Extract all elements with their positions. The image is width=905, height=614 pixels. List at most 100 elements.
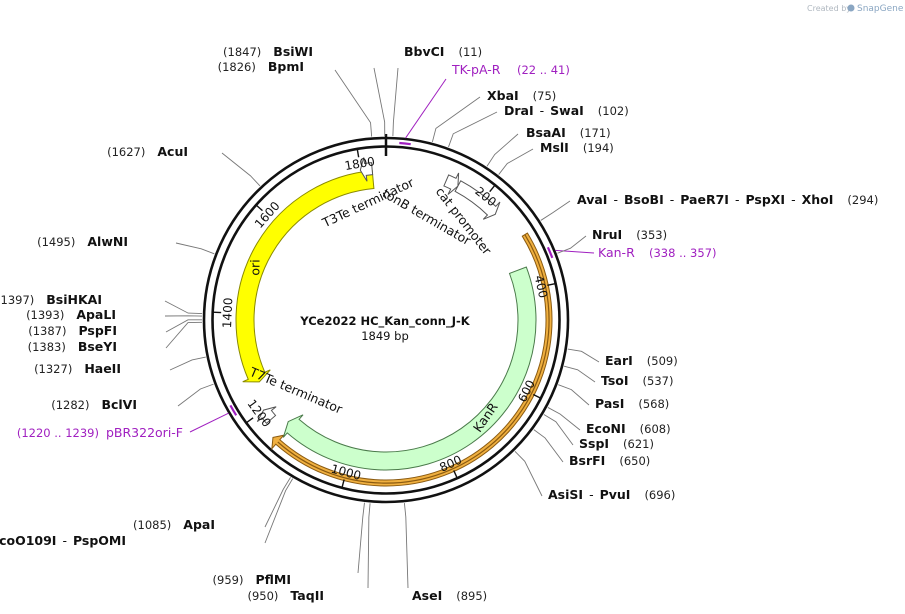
site-label[interactable]: EcoNI(608): [586, 421, 671, 436]
site-label[interactable]: (1282)BclVI: [51, 397, 137, 412]
feature-cat-promoter[interactable]: [454, 180, 501, 220]
enzyme-name[interactable]: BsrFI: [569, 453, 605, 468]
enzyme-name[interactable]: BsiWI: [273, 44, 313, 59]
enzyme-name[interactable]: XbaI: [487, 88, 519, 103]
site-pflmi[interactable]: (959)PflMI: [213, 502, 365, 587]
enzyme-name[interactable]: PspFI: [78, 323, 117, 338]
feature-t7te-terminator[interactable]: [256, 406, 277, 425]
site-label[interactable]: XbaI(75): [487, 88, 556, 103]
site-label[interactable]: TsoI(537): [601, 373, 673, 388]
feature-tonb-terminator[interactable]: [443, 172, 460, 195]
enzyme-name[interactable]: ApaLI: [76, 307, 116, 322]
enzyme-name[interactable]: HaeII: [84, 361, 121, 376]
site-acui[interactable]: (1627)AcuI: [107, 144, 261, 187]
site-alwni[interactable]: (1495)AlwNI: [37, 234, 215, 255]
site-sspi[interactable]: SspI(621): [543, 414, 654, 451]
enzyme-name[interactable]: AcuI: [157, 144, 188, 159]
feature-arrow[interactable]: [359, 157, 374, 182]
site-ecoo109i-pspomi[interactable]: (1081)EcoO109I-PspOMI: [0, 478, 294, 548]
site-label[interactable]: (1826)BpmI: [218, 59, 304, 74]
site-asisi-pvui[interactable]: AsiSI-PvuI(696): [514, 450, 675, 502]
enzyme-name[interactable]: AvaI: [577, 192, 607, 207]
feature-ori[interactable]: [235, 170, 375, 383]
site-msli[interactable]: MslI(194): [498, 140, 614, 175]
enzyme-name[interactable]: BclVI: [101, 397, 137, 412]
site-label[interactable]: (1627)AcuI: [107, 144, 188, 159]
site-drai-swai[interactable]: DraI-SwaI(102): [448, 103, 629, 148]
enzyme-name[interactable]: EcoNI: [586, 421, 626, 436]
site-label[interactable]: AsiSI-PvuI(696): [548, 487, 675, 502]
enzyme-name[interactable]: TaqII: [290, 588, 324, 603]
site-label[interactable]: NruI(353): [592, 227, 667, 242]
site-label[interactable]: (1327)HaeII: [34, 361, 121, 376]
site-label[interactable]: (1397)BsiHKAI: [0, 292, 102, 307]
primer-tk-pa-r[interactable]: TK-pA-R(22 .. 41): [399, 62, 570, 146]
site-bsiwi[interactable]: (1847)BsiWI: [223, 44, 386, 137]
primer-name[interactable]: Kan-R: [598, 245, 635, 260]
site-pspfi[interactable]: (1387)PspFI: [28, 319, 203, 338]
site-bseyi[interactable]: (1383)BseYI: [28, 321, 203, 354]
site-label[interactable]: SspI(621): [579, 436, 654, 451]
site-nrui[interactable]: NruI(353): [557, 227, 667, 254]
site-bsihkai[interactable]: (1397)BsiHKAI: [0, 292, 203, 315]
enzyme-name[interactable]: TsoI: [601, 373, 629, 388]
site-taqii[interactable]: (950)TaqII: [247, 503, 371, 603]
site-xbai[interactable]: XbaI(75): [431, 88, 556, 143]
site-tsoi[interactable]: TsoI(537): [563, 365, 673, 388]
feature-arrow[interactable]: [256, 406, 277, 425]
site-haeii[interactable]: (1327)HaeII: [34, 356, 206, 376]
primer-kan-r[interactable]: Kan-R(338 .. 357): [546, 245, 717, 260]
site-label[interactable]: (1393)ApaLI: [26, 307, 116, 322]
site-label[interactable]: MslI(194): [540, 140, 614, 155]
enzyme-name[interactable]: MslI: [540, 140, 569, 155]
enzyme-name[interactable]: PaeR7I: [680, 192, 729, 207]
enzyme-name[interactable]: AlwNI: [87, 234, 128, 249]
site-label[interactable]: AseI(895): [412, 588, 487, 603]
enzyme-name[interactable]: XhoI: [802, 192, 834, 207]
site-label[interactable]: (1847)BsiWI: [223, 44, 313, 59]
enzyme-name[interactable]: BsoBI: [624, 192, 664, 207]
site-label[interactable]: (1495)AlwNI: [37, 234, 128, 249]
enzyme-name[interactable]: EarI: [605, 353, 633, 368]
site-label[interactable]: (1085)ApaI: [133, 517, 215, 532]
site-asei[interactable]: AseI(895): [403, 503, 487, 603]
enzyme-name[interactable]: EcoO109I: [0, 533, 56, 548]
site-label[interactable]: AvaI-BsoBI-PaeR7I-PspXI-XhoI(294): [577, 192, 878, 207]
feature-kanr[interactable]: [282, 266, 537, 471]
site-bsrfi[interactable]: BsrFI(650): [533, 429, 650, 468]
enzyme-name[interactable]: BbvCI: [404, 44, 444, 59]
enzyme-name[interactable]: AseI: [412, 588, 442, 603]
site-econi[interactable]: EcoNI(608): [547, 407, 671, 436]
site-label[interactable]: BsrFI(650): [569, 453, 650, 468]
site-bbvci[interactable]: BbvCI(11): [392, 44, 482, 137]
site-label[interactable]: (1387)PspFI: [28, 323, 117, 338]
enzyme-name[interactable]: AsiSI: [548, 487, 583, 502]
primer-name[interactable]: pBR322ori-F: [106, 425, 183, 440]
site-eari[interactable]: EarI(509): [567, 348, 678, 368]
enzyme-name[interactable]: SwaI: [550, 103, 584, 118]
site-label[interactable]: DraI-SwaI(102): [504, 103, 629, 118]
enzyme-name[interactable]: DraI: [504, 103, 534, 118]
site-bclvi[interactable]: (1282)BclVI: [51, 383, 214, 412]
feature-arrow[interactable]: [454, 180, 501, 220]
enzyme-name[interactable]: BseYI: [78, 339, 117, 354]
enzyme-name[interactable]: BpmI: [268, 59, 304, 74]
enzyme-name[interactable]: BsiHKAI: [46, 292, 102, 307]
primer-name[interactable]: TK-pA-R: [451, 62, 501, 77]
enzyme-name[interactable]: ApaI: [183, 517, 215, 532]
site-label[interactable]: (1081)EcoO109I-PspOMI: [0, 533, 126, 548]
feature-arrow[interactable]: [235, 170, 375, 383]
enzyme-name[interactable]: PvuI: [600, 487, 631, 502]
site-pasi[interactable]: PasI(568): [558, 384, 669, 411]
site-apai[interactable]: (1085)ApaI: [133, 477, 291, 532]
site-label[interactable]: BsaAI(171): [526, 125, 611, 140]
site-apali[interactable]: (1393)ApaLI: [26, 307, 203, 322]
site-bpmi[interactable]: (1826)BpmI: [218, 59, 373, 137]
primer-pbr322ori-f[interactable]: (1220 .. 1239)pBR322ori-F: [17, 404, 238, 440]
feature-arrow[interactable]: [443, 172, 460, 195]
site-label[interactable]: (1383)BseYI: [28, 339, 117, 354]
enzyme-name[interactable]: PflMI: [255, 572, 291, 587]
feature-arrow[interactable]: [282, 266, 537, 471]
site-label[interactable]: EarI(509): [605, 353, 678, 368]
feature-t3te-terminator[interactable]: [359, 157, 374, 182]
